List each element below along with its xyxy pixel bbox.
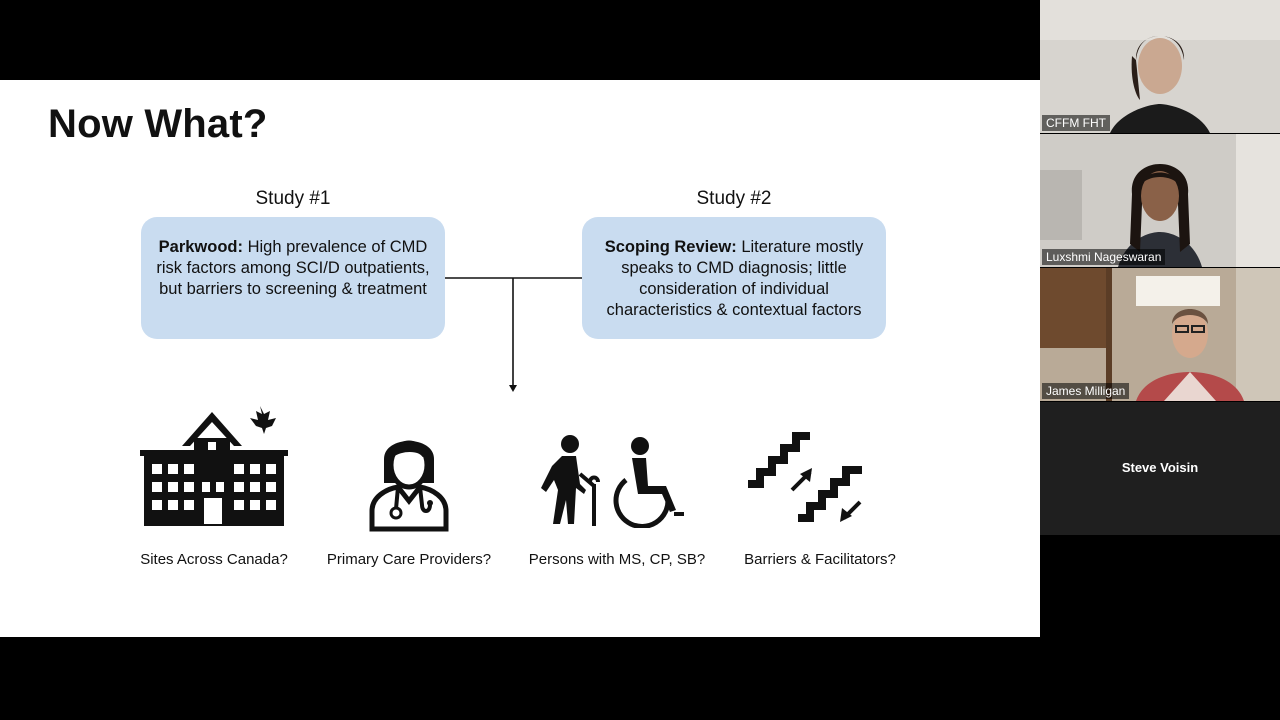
mobility-icon [536, 434, 692, 533]
participant-name-1: CFFM FHT [1042, 115, 1110, 131]
participant-video [1040, 134, 1280, 267]
participant-name-2: Luxshmi Nageswaran [1042, 249, 1166, 265]
study2-label: Study #2 [696, 188, 772, 209]
connector-arrow [445, 277, 582, 392]
video-tile-luxshmi[interactable]: Luxshmi Nageswaran [1040, 134, 1280, 267]
hospital-icon [140, 402, 290, 535]
shared-screen: Now What? Study #1 Study #2 Parkwood: Hi… [0, 80, 1040, 637]
caption-providers: Primary Care Providers? [326, 551, 492, 568]
study1-label: Study #1 [255, 188, 331, 209]
participant-video [1040, 0, 1280, 133]
caption-persons: Persons with MS, CP, SB? [528, 551, 706, 568]
participant-name-4: Steve Voisin [1121, 460, 1199, 475]
video-tile-james[interactable]: James Milligan [1040, 268, 1280, 401]
stairs-icon [744, 432, 868, 531]
study2-bold: Scoping Review: [604, 238, 737, 256]
doctor-icon [364, 425, 454, 540]
study1-text: High prevalence of CMD risk factors amon… [156, 238, 430, 298]
participant-name-3: James Milligan [1042, 383, 1130, 399]
study2-box: Scoping Review: Literature mostly speaks… [582, 217, 886, 339]
caption-barriers: Barriers & Facilitators? [744, 551, 896, 568]
study2-text: Literature mostly speaks to CMD diagnosi… [606, 238, 864, 319]
slide-title: Now What? [48, 102, 268, 146]
caption-sites: Sites Across Canada? [140, 551, 288, 568]
video-tile-cffm[interactable]: CFFM FHT [1040, 0, 1280, 133]
study1-bold: Parkwood: [158, 238, 244, 256]
presentation-slide: Now What? Study #1 Study #2 Parkwood: Hi… [0, 80, 1040, 637]
study1-box: Parkwood: High prevalence of CMD risk fa… [141, 217, 445, 339]
video-tile-steve[interactable]: Steve Voisin [1040, 402, 1280, 535]
participant-video [1040, 268, 1280, 401]
